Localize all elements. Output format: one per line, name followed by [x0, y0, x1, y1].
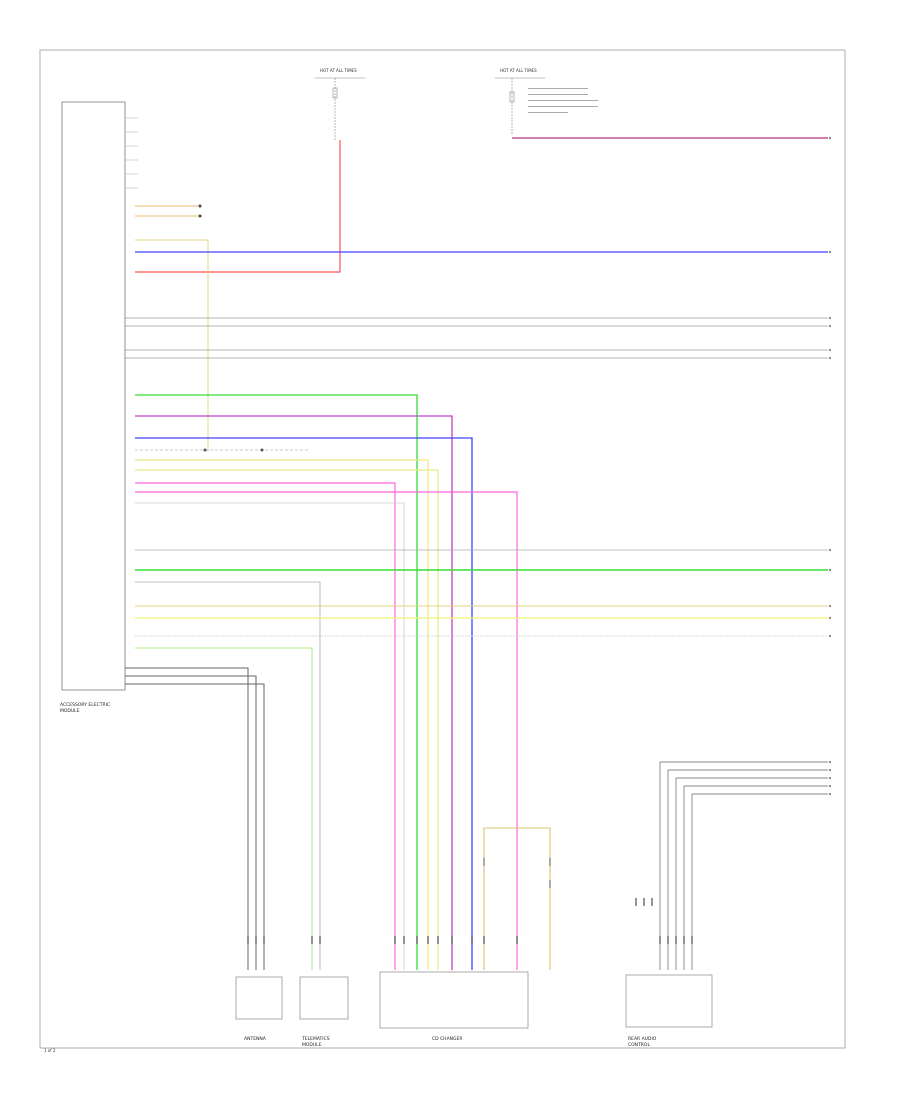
bottom-connectors: [247, 898, 693, 944]
svg-text:HOT AT ALL TIMES: HOT AT ALL TIMES: [500, 68, 537, 73]
wire-tan-loop: [483, 827, 551, 970]
wire-red-power: [135, 140, 341, 273]
wire-gray-antenna: [135, 581, 321, 970]
connector-tan-loop: [483, 858, 551, 888]
wire-green-cd: [135, 394, 418, 970]
wire-lightgreen-tele: [135, 647, 313, 970]
component-telematics: TELEMATICS MODULE: [299, 976, 349, 1048]
component-cd-changer: CD CHANGER: [379, 971, 529, 1042]
wire-gray-cd: [135, 502, 405, 970]
wire-yellow-cd-1: [135, 459, 429, 970]
fuse-right: HOT AT ALL TIMES: [495, 68, 598, 135]
wire-antenna-bundle: [125, 667, 265, 970]
splice-row: [135, 448, 310, 452]
fuse-left: HOT AT ALL TIMES: [315, 68, 365, 140]
right-terminals: [829, 137, 831, 795]
wire-pink-cd-2: [135, 491, 518, 970]
wire-gray-pairs: [125, 317, 828, 359]
wire-pink-cd-1: [135, 482, 396, 970]
wire-blue-cd: [135, 437, 473, 970]
svg-text:CD CHANGER: CD CHANGER: [432, 1036, 462, 1042]
component-antenna: ANTENNA: [235, 976, 283, 1042]
main-module-pins: [125, 117, 138, 189]
svg-text:HOT AT ALL TIMES: HOT AT ALL TIMES: [320, 68, 357, 73]
svg-text:TELEMATICS MODULE: TELEMATICS MODULE: [301, 1036, 331, 1048]
splice-dot-2: [198, 214, 202, 218]
wire-rear-bundle: [659, 761, 828, 970]
wire-tan-vertical: [135, 239, 209, 452]
svg-text:ANTENNA: ANTENNA: [244, 1036, 267, 1042]
wire-magenta-cd: [135, 415, 453, 970]
diagram-frame: [39, 49, 846, 1049]
main-module-outline: [61, 101, 126, 691]
main-module-label: ACCESSORY ELECTRIC MODULE: [60, 702, 112, 714]
wire-yellow-cd-2: [135, 469, 439, 970]
page-indicator: 1 of 2: [44, 1048, 56, 1053]
svg-text:REAR AUDIO CONTROL: REAR AUDIO CONTROL: [628, 1036, 658, 1048]
component-rear-audio: REAR AUDIO CONTROL: [625, 974, 713, 1048]
splice-dot-1: [198, 204, 202, 208]
